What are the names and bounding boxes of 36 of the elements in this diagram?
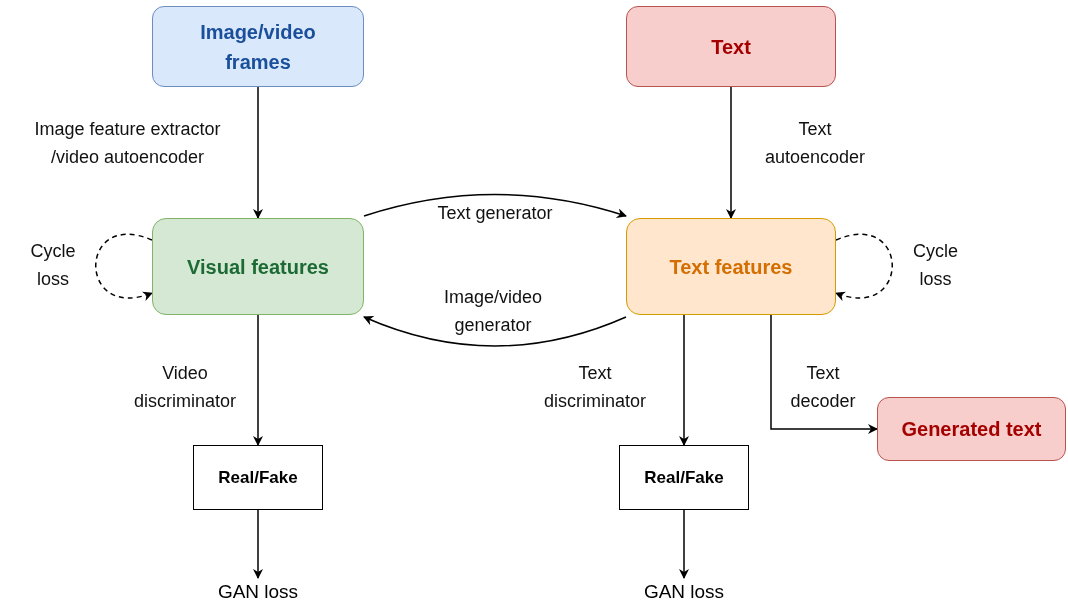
- dashed-loop-arrow: [95, 234, 153, 301]
- output-box: [619, 445, 749, 510]
- arrow: [679, 314, 689, 446]
- arrow: [363, 315, 627, 347]
- edge-label: Cycle loss: [912, 240, 959, 291]
- edge-label: Video discriminator: [133, 362, 237, 413]
- arrow: [253, 314, 263, 446]
- arrow: [679, 509, 689, 579]
- node-label: Text: [711, 34, 751, 60]
- process-box: [626, 218, 836, 315]
- node-label: GAN loss: [217, 579, 299, 604]
- process-box: [152, 218, 364, 315]
- node-label: GAN loss: [643, 579, 725, 604]
- output-box: [193, 445, 323, 510]
- node-label: Real/Fake: [218, 466, 298, 489]
- arrow: [363, 193, 627, 219]
- edge-label: Text generator: [436, 202, 554, 225]
- dashed-loop-arrow: [835, 234, 893, 301]
- edge-label: Text autoencoder: [763, 118, 867, 169]
- edge-label: Text discriminator: [543, 362, 647, 413]
- process-box: [152, 6, 364, 87]
- edge-label: Image feature extractor /video autoencoder: [33, 118, 222, 169]
- node-label: Real/Fake: [644, 466, 724, 489]
- node-label: Generated text: [901, 417, 1042, 442]
- edge-label: Cycle loss: [29, 240, 77, 291]
- node-label: Visual features: [187, 254, 329, 280]
- arrow: [770, 314, 878, 434]
- process-box: [877, 397, 1066, 461]
- arrow: [253, 509, 263, 579]
- edge-label: Image/video generator: [442, 286, 544, 337]
- edge-label: Text decoder: [789, 362, 857, 413]
- node-label: Image/video frames: [199, 19, 317, 75]
- node-label: Text features: [669, 254, 793, 280]
- arrow: [726, 86, 736, 219]
- arrow: [253, 86, 263, 219]
- process-box: [626, 6, 836, 87]
